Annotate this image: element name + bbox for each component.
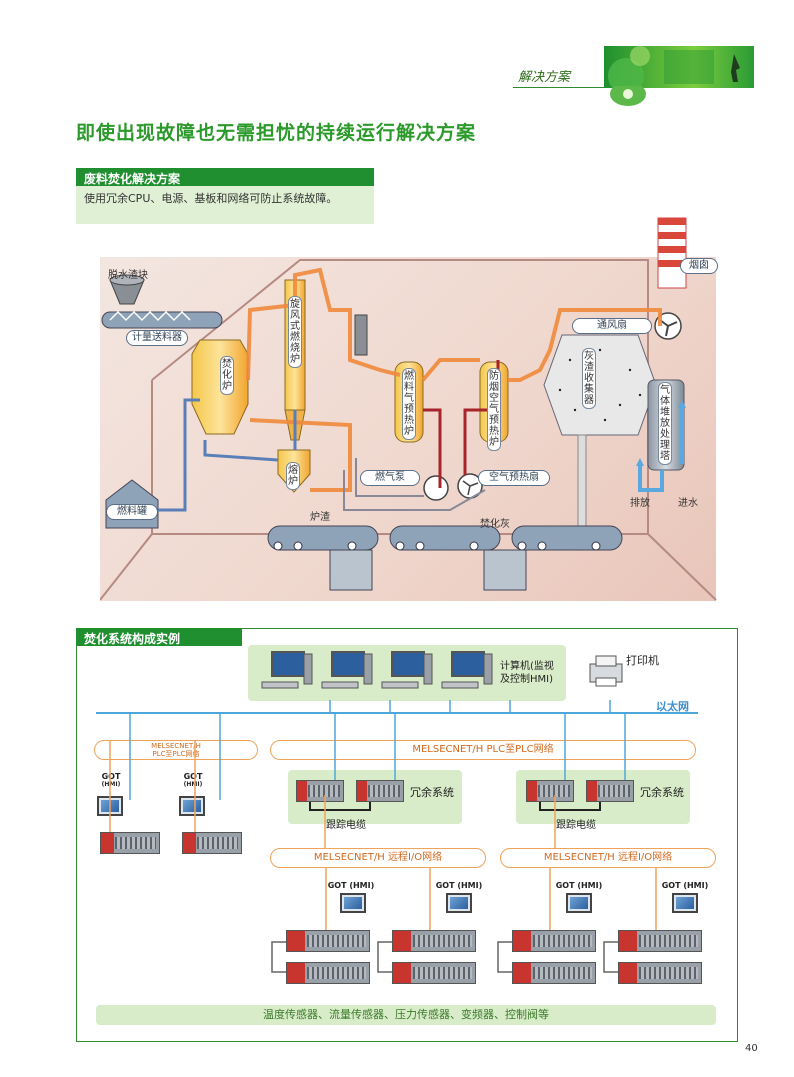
got-hmi-label: GOT (HMI) [327,881,375,890]
remote-io-rack [512,962,596,984]
system-config-frame [76,628,738,1042]
got-label-1-line2: (HMI) [101,781,121,788]
printer-icon [589,655,623,687]
redundant-cpu-rack [296,780,344,802]
header-divider [513,87,611,88]
label-chimney: 烟囱 [680,258,718,274]
tracking-cable-label-left: 跟踪电缆 [326,820,366,831]
melsecnet-small-line1: MELSECNET/H [151,742,201,750]
got-hmi-monitor [672,893,698,913]
got-hmi-monitor [340,893,366,913]
section1-description: 使用冗余CPU、电源、基板和网络可防止系统故障。 [76,186,374,224]
label-gas-pump: 燃气泵 [360,470,420,486]
label-incinerator: 焚化炉 [220,356,234,395]
plc-rack [100,832,160,854]
label-gas-treatment-tower: 气体堆放处理塔 [658,382,672,465]
remote-io-network-right: MELSECNET/H 远程I/O网络 [500,848,716,868]
got-hmi-monitor [446,893,472,913]
computer-label: 计算机(监视 及控制HMI) [500,660,554,686]
remote-io-rack [618,962,702,984]
remote-io-rack [286,930,370,952]
ethernet-line [96,712,698,714]
ethernet-label: 以太网 [656,700,689,713]
label-water-inlet: 进水 [678,498,698,509]
label-discharge: 排放 [630,498,650,509]
network-connections [109,700,657,973]
got-label-2: GOT (HMI) [178,772,208,788]
redundant-label-right: 冗余系统 [640,786,684,799]
sensors-bar: 温度传感器、流量传感器、压力传感器、变频器、控制阀等 [96,1005,716,1025]
page-number: 40 [745,1043,758,1054]
label-metering-feeder: 计量送料器 [126,330,188,346]
label-fuel-preheater: 燃料气预热炉 [402,368,416,440]
got-label-2-line2: (HMI) [183,781,203,788]
section-label: 解决方案 [518,70,571,85]
got-label-1-line1: GOT [101,772,121,781]
printer-label: 打印机 [626,654,659,667]
tracking-cable-label-right: 跟踪电缆 [556,820,596,831]
label-dewatered-cake: 脱水渣块 [108,270,148,281]
melsecnet-plc-network: MELSECNET/H PLC至PLC网络 [270,740,696,760]
label-ash: 焚化灰 [480,519,510,530]
computer-label-line1: 计算机(监视 [500,661,554,672]
label-cyclone-furnace: 旋风式燃烧炉 [288,296,302,368]
redundant-cpu-rack [586,780,634,802]
remote-io-rack [392,930,476,952]
section2-heading: 焚化系统构成实例 [76,628,242,646]
page-title: 即使出现故障也无需担忧的持续运行解决方案 [76,122,477,144]
remote-io-network-left: MELSECNET/H 远程I/O网络 [270,848,486,868]
got-hmi-monitor [566,893,592,913]
remote-io-rack [512,930,596,952]
incineration-process-diagram [100,217,717,601]
computers-image [261,651,493,689]
label-ventilation-fan: 通风扇 [572,318,652,334]
header-decoration-drop [604,82,674,114]
label-dust-collector: 灰渣收集器 [582,348,596,409]
remote-io-rack [392,962,476,984]
got-label-1: GOT (HMI) [96,772,126,788]
plc-rack [182,832,242,854]
got-hmi-label: GOT (HMI) [555,881,603,890]
label-fuel-tank: 燃料罐 [106,504,158,520]
melsecnet-plc-network-small: MELSECNET/H PLC至PLC网络 [94,740,258,760]
melsecnet-small-line2: PLC至PLC网络 [152,750,200,758]
redundant-cpu-rack [356,780,404,802]
redundant-cpu-rack [526,780,574,802]
label-anti-smoke-preheater: 防烟空气预热炉 [487,368,501,451]
remote-io-rack [618,930,702,952]
got-label-2-line1: GOT [183,772,203,781]
redundant-label-left: 冗余系统 [410,786,454,799]
computer-label-line2: 及控制HMI) [500,674,553,685]
got-hmi-monitor [179,796,205,816]
tracking-cables [309,802,601,811]
got-hmi-label: GOT (HMI) [435,881,483,890]
section1-heading: 废料焚化解决方案 [76,168,374,186]
label-air-preheat-fan: 空气预热扇 [478,470,550,486]
header-decoration-image [604,46,754,94]
remote-io-rack [286,962,370,984]
label-slag: 炉渣 [310,512,330,523]
label-melting-furnace: 熔炉 [286,462,300,490]
got-hmi-label: GOT (HMI) [661,881,709,890]
